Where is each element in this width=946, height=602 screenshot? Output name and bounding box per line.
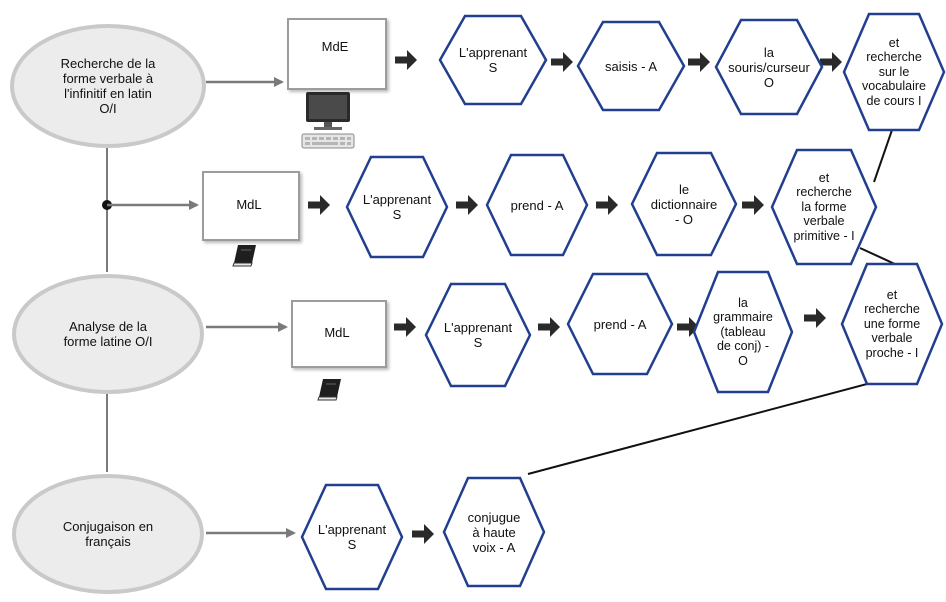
flow-arrow — [596, 195, 618, 215]
step-label: L'apprenant S — [317, 522, 387, 552]
step-label: L'apprenant S — [458, 45, 528, 75]
flow-arrow — [551, 52, 573, 72]
step-label: le dictionnaire - O — [650, 181, 718, 227]
step-hexagon — [840, 262, 944, 386]
row-link-line — [873, 129, 893, 183]
step-hexagon — [576, 20, 686, 112]
medium-box-2 — [202, 171, 300, 241]
flow-arrow — [538, 317, 560, 337]
medium-label-3: MdL — [324, 324, 350, 340]
step-hexagon — [566, 272, 674, 376]
step-label: prend - A — [510, 197, 564, 213]
computer-icon — [301, 92, 355, 149]
medium-box-3 — [291, 300, 387, 368]
medium-label-1: MdE — [321, 38, 349, 54]
activity-oval-3 — [12, 274, 204, 394]
step-label: saisis - A — [604, 58, 657, 74]
medium-box-1 — [287, 18, 387, 90]
step-hexagon — [842, 12, 946, 132]
flow-arrow — [395, 50, 417, 70]
step-label: prend - A — [593, 316, 647, 332]
flow-arrow — [820, 52, 842, 72]
step-hexagon — [630, 151, 738, 257]
medium-label-2: MdL — [236, 196, 262, 212]
row-link-line — [527, 379, 883, 475]
step-hexagon — [345, 155, 449, 259]
step-hexagon — [770, 148, 878, 266]
step-hexagon — [442, 476, 546, 588]
step-hexagon — [714, 18, 824, 116]
activity-label-1: Recherche de la forme verbale à l'infini… — [60, 56, 156, 116]
step-label: et recherche une forme verbale proche - … — [863, 287, 921, 360]
step-label: et recherche sur le vocabulaire de cours… — [862, 35, 926, 108]
flow-arrow — [688, 52, 710, 72]
flow-arrow — [742, 195, 764, 215]
flow-arrow — [456, 195, 478, 215]
flow-arrow — [394, 317, 416, 337]
flow-arrow — [308, 195, 330, 215]
step-hexagon — [485, 153, 589, 257]
step-label: et recherche la forme verbale primitive … — [793, 170, 855, 243]
flow-arrow — [804, 308, 826, 328]
book-icon — [232, 245, 256, 267]
step-label: L'apprenant S — [362, 192, 432, 222]
step-label: L'apprenant S — [443, 320, 513, 350]
step-hexagon — [692, 270, 794, 394]
activity-label-4: Conjugaison en français — [62, 519, 154, 549]
step-hexagon — [424, 282, 532, 388]
step-label: la grammaire (tableau de conj) - O — [713, 295, 773, 368]
activity-oval-1 — [10, 24, 206, 148]
activity-label-3: Analyse de la forme latine O/I — [63, 319, 153, 349]
flow-arrow — [412, 524, 434, 544]
step-label: la souris/curseur O — [728, 44, 810, 90]
step-hexagon — [438, 14, 548, 106]
step-hexagon — [300, 483, 404, 591]
step-label: conjugue à haute voix - A — [467, 509, 521, 555]
book-icon — [317, 379, 341, 401]
activity-oval-4 — [12, 474, 204, 594]
